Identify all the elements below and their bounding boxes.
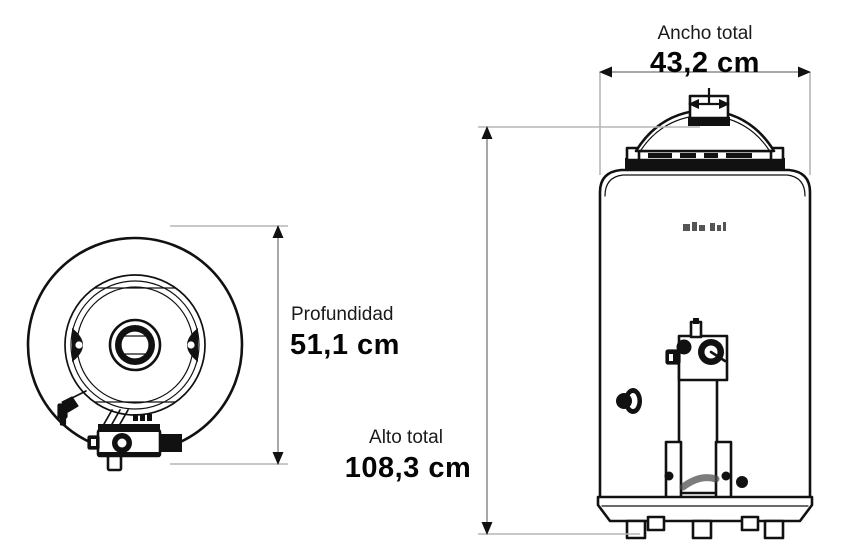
top-view-flue-collar [108,318,162,372]
dimension-flue-collar [688,88,730,109]
depth-arrow-top [272,225,284,238]
top-view-inner-ring-mid [70,280,200,410]
dimension-height: Alto total 108,3 cm [345,126,700,535]
front-view-burner-panel [664,440,748,500]
height-arrow-bottom [481,522,493,535]
top-view-inner-details [64,274,206,416]
front-view-drain-valve [616,388,642,414]
burner-panel-right-rail [714,440,733,500]
drain-valve-stem [616,393,632,409]
flue-collar-band [688,117,730,126]
flue-collar-arrow-left [688,99,699,109]
draft-hood-base-plate [625,158,785,169]
burner-panel-left-rail [664,440,683,500]
dimension-depth: Profundidad 51,1 cm [170,225,400,465]
pilot-access-port [736,476,748,488]
gas-valve-manifold [677,361,719,495]
base-skirt [596,495,814,523]
front-view-group [596,94,814,540]
top-view-valve-vents [133,414,152,421]
width-value: 43,2 cm [650,47,760,79]
front-view-feet [625,515,785,540]
depth-arrow-bottom [272,452,284,465]
foot-4 [740,515,760,532]
top-view-valve-outlet [160,434,182,452]
gas-valve-top-stub [689,320,703,339]
height-caption: Alto total [369,427,443,448]
burner-panel-screw-right [721,471,731,481]
foot-5 [763,519,785,540]
foot-2 [646,515,666,532]
front-view-draft-hood [625,94,785,169]
dimension-width: Ancho total 43,2 cm [599,23,811,175]
top-view-bolt-pads [72,328,198,362]
front-view-gas-valve [665,318,729,495]
burner-gas-line [679,474,720,491]
width-arrow-left [599,66,612,78]
flue-collar-arrow-right [719,99,730,109]
top-view-valve-top-plate [98,424,160,432]
depth-value: 51,1 cm [290,329,400,361]
height-value: 108,3 cm [345,452,472,484]
front-view-base [596,495,814,540]
height-arrow-top [481,126,493,139]
top-view-valve-stem [106,454,123,472]
foot-1 [625,519,647,540]
top-view-inner-ring-outer [64,274,206,416]
front-view-shoulder-inner [604,174,806,197]
depth-caption: Profundidad [291,304,393,325]
front-view-brand-mark [683,222,726,231]
width-caption: Ancho total [657,23,752,44]
width-arrow-right [798,66,811,78]
foot-3 [691,519,713,540]
burner-panel-screw-left [664,471,674,481]
top-view-group [26,236,244,472]
